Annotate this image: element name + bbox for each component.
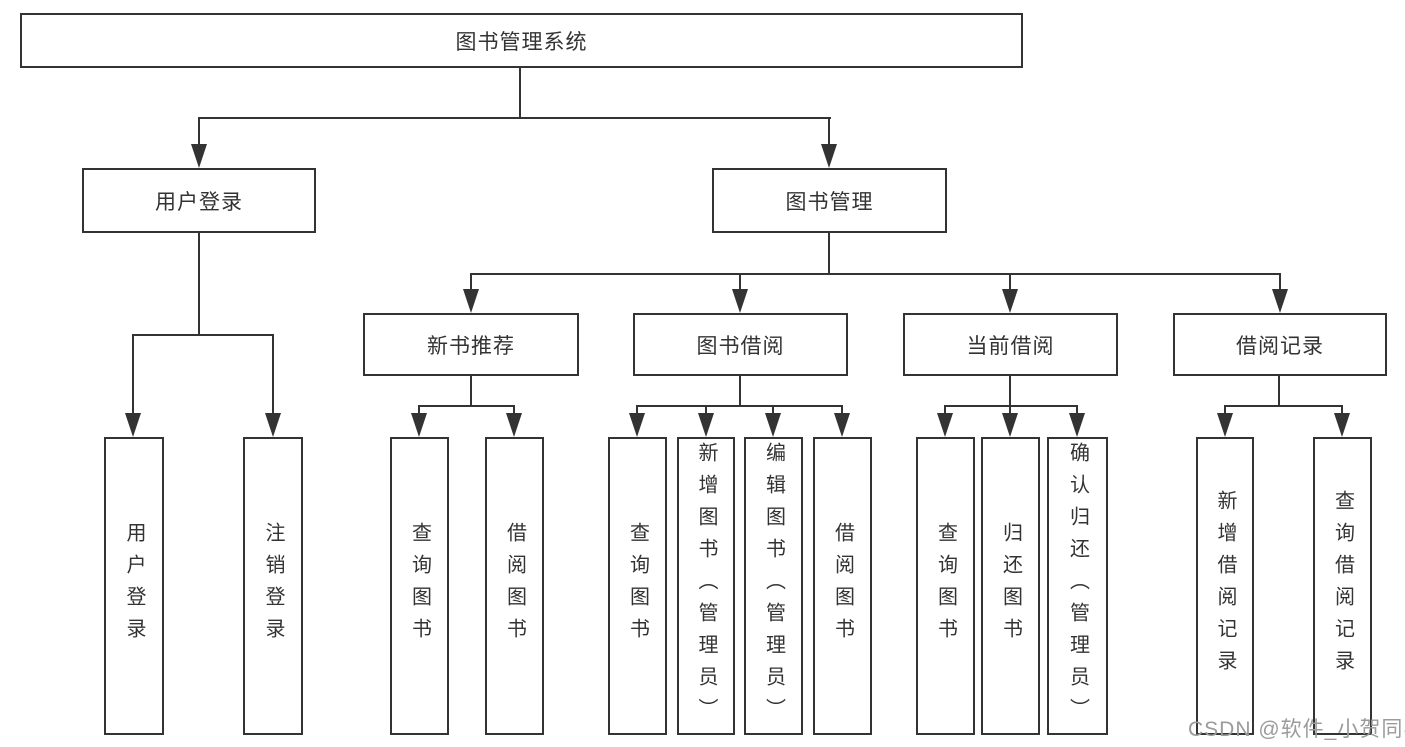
connector-line bbox=[944, 405, 946, 417]
arrow-down-icon bbox=[629, 413, 645, 437]
connector-line bbox=[739, 376, 741, 407]
leaf-borrow-query-books: 查询图书 bbox=[608, 437, 667, 735]
leaf-add-borrow-record: 新增借阅记录 bbox=[1196, 437, 1254, 735]
connector-line bbox=[1279, 273, 1281, 291]
connector-line bbox=[272, 334, 274, 416]
arrow-down-icon bbox=[821, 144, 837, 168]
arrow-down-icon bbox=[265, 413, 281, 437]
arrow-down-icon bbox=[1334, 413, 1350, 437]
connector-line bbox=[739, 273, 741, 291]
connector-line bbox=[705, 405, 707, 417]
node-book-management: 图书管理 bbox=[712, 168, 947, 233]
node-user-login: 用户登录 bbox=[82, 168, 316, 233]
connector-line bbox=[470, 273, 472, 291]
arrow-down-icon bbox=[1217, 413, 1233, 437]
connector-line bbox=[470, 376, 472, 407]
leaf-recommend-query-books: 查询图书 bbox=[390, 437, 449, 735]
connector-line bbox=[519, 68, 521, 119]
arrow-down-icon bbox=[506, 413, 522, 437]
connector-line bbox=[198, 117, 200, 146]
connector-line bbox=[1341, 405, 1343, 417]
connector-line bbox=[198, 233, 200, 336]
node-new-book-recommend: 新书推荐 bbox=[363, 313, 579, 376]
connector-line bbox=[1009, 405, 1011, 417]
connector-line bbox=[841, 405, 843, 417]
leaf-recommend-borrow-books: 借阅图书 bbox=[485, 437, 544, 735]
connector-line bbox=[1278, 376, 1280, 407]
connector-line bbox=[772, 405, 774, 417]
connector-line bbox=[513, 405, 515, 417]
connector-line bbox=[132, 334, 274, 336]
node-current-borrow: 当前借阅 bbox=[903, 313, 1118, 376]
connector-line bbox=[1224, 405, 1226, 417]
arrow-down-icon bbox=[1002, 289, 1018, 313]
connector-line bbox=[828, 117, 830, 146]
connector-line bbox=[198, 117, 831, 119]
leaf-logout: 注销登录 bbox=[243, 437, 303, 735]
csdn-watermark: CSDN @软件_小贺同学 bbox=[1188, 718, 1405, 741]
leaf-query-borrow-record: 查询借阅记录 bbox=[1313, 437, 1372, 735]
connector-line bbox=[1224, 405, 1343, 407]
connector-line bbox=[470, 273, 1281, 275]
arrow-down-icon bbox=[463, 289, 479, 313]
arrow-down-icon bbox=[125, 413, 141, 437]
connector-line bbox=[1076, 405, 1078, 417]
arrow-down-icon bbox=[765, 413, 781, 437]
connector-line bbox=[418, 405, 420, 417]
arrow-down-icon bbox=[1272, 289, 1288, 313]
leaf-confirm-return-admin: 确认归还（管理员） bbox=[1047, 437, 1108, 735]
node-library-management-system: 图书管理系统 bbox=[20, 13, 1023, 68]
leaf-current-query-books: 查询图书 bbox=[916, 437, 975, 735]
connector-line bbox=[418, 405, 515, 407]
connector-line bbox=[132, 334, 134, 416]
connector-line bbox=[1009, 376, 1011, 407]
connector-line bbox=[636, 405, 843, 407]
leaf-add-books-admin: 新增图书（管理员） bbox=[677, 437, 735, 735]
node-borrow-record: 借阅记录 bbox=[1173, 313, 1387, 376]
arrow-down-icon bbox=[191, 144, 207, 168]
leaf-edit-books-admin: 编辑图书（管理员） bbox=[744, 437, 803, 735]
connector-line bbox=[636, 405, 638, 417]
arrow-down-icon bbox=[937, 413, 953, 437]
leaf-borrow-books: 借阅图书 bbox=[813, 437, 872, 735]
arrow-down-icon bbox=[1002, 413, 1018, 437]
connector-line bbox=[1009, 273, 1011, 291]
node-book-borrow: 图书借阅 bbox=[633, 313, 848, 376]
leaf-user-login: 用户登录 bbox=[104, 437, 164, 735]
leaf-return-books: 归还图书 bbox=[981, 437, 1040, 735]
arrow-down-icon bbox=[698, 413, 714, 437]
arrow-down-icon bbox=[732, 289, 748, 313]
connector-line bbox=[944, 405, 1078, 407]
arrow-down-icon bbox=[834, 413, 850, 437]
connector-line bbox=[828, 233, 830, 275]
arrow-down-icon bbox=[1069, 413, 1085, 437]
arrow-down-icon bbox=[411, 413, 427, 437]
